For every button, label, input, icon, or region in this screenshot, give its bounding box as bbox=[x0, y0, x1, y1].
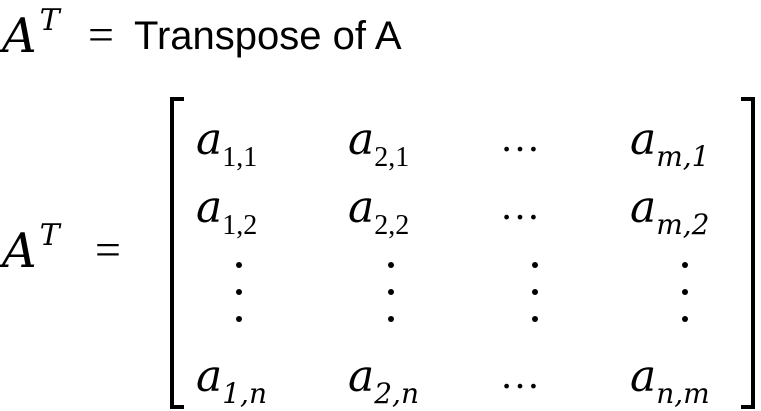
variable-letter: A bbox=[2, 223, 37, 279]
vertical-ellipsis bbox=[386, 260, 396, 326]
matrix-entry: a2,n bbox=[348, 351, 419, 410]
vertical-ellipsis bbox=[680, 260, 690, 326]
transpose-superscript: T bbox=[39, 3, 60, 38]
matrix-entry: a1,1 bbox=[196, 114, 258, 173]
matrix-entry: am,1 bbox=[630, 114, 710, 173]
transpose-superscript: T bbox=[39, 218, 60, 253]
matrix-entry: a1,n bbox=[196, 351, 267, 410]
equals-sign: = bbox=[95, 224, 121, 275]
matrix-entry: an,m bbox=[630, 351, 710, 410]
definition-text: Transpose of A bbox=[134, 14, 402, 58]
matrix-entry: a1,2 bbox=[196, 182, 258, 241]
horizontal-ellipsis: … bbox=[500, 352, 546, 397]
matrix-entry: a2,2 bbox=[348, 182, 410, 241]
equals-sign: = bbox=[88, 9, 114, 60]
right-bracket bbox=[741, 97, 755, 409]
vertical-ellipsis bbox=[530, 260, 540, 326]
matrix-entry: a2,1 bbox=[348, 114, 410, 173]
left-bracket bbox=[170, 97, 184, 409]
horizontal-ellipsis: … bbox=[500, 115, 546, 160]
variable-letter: A bbox=[2, 8, 37, 64]
matrix-entry: am,2 bbox=[630, 182, 710, 241]
horizontal-ellipsis: … bbox=[500, 183, 546, 228]
vertical-ellipsis bbox=[234, 260, 244, 326]
